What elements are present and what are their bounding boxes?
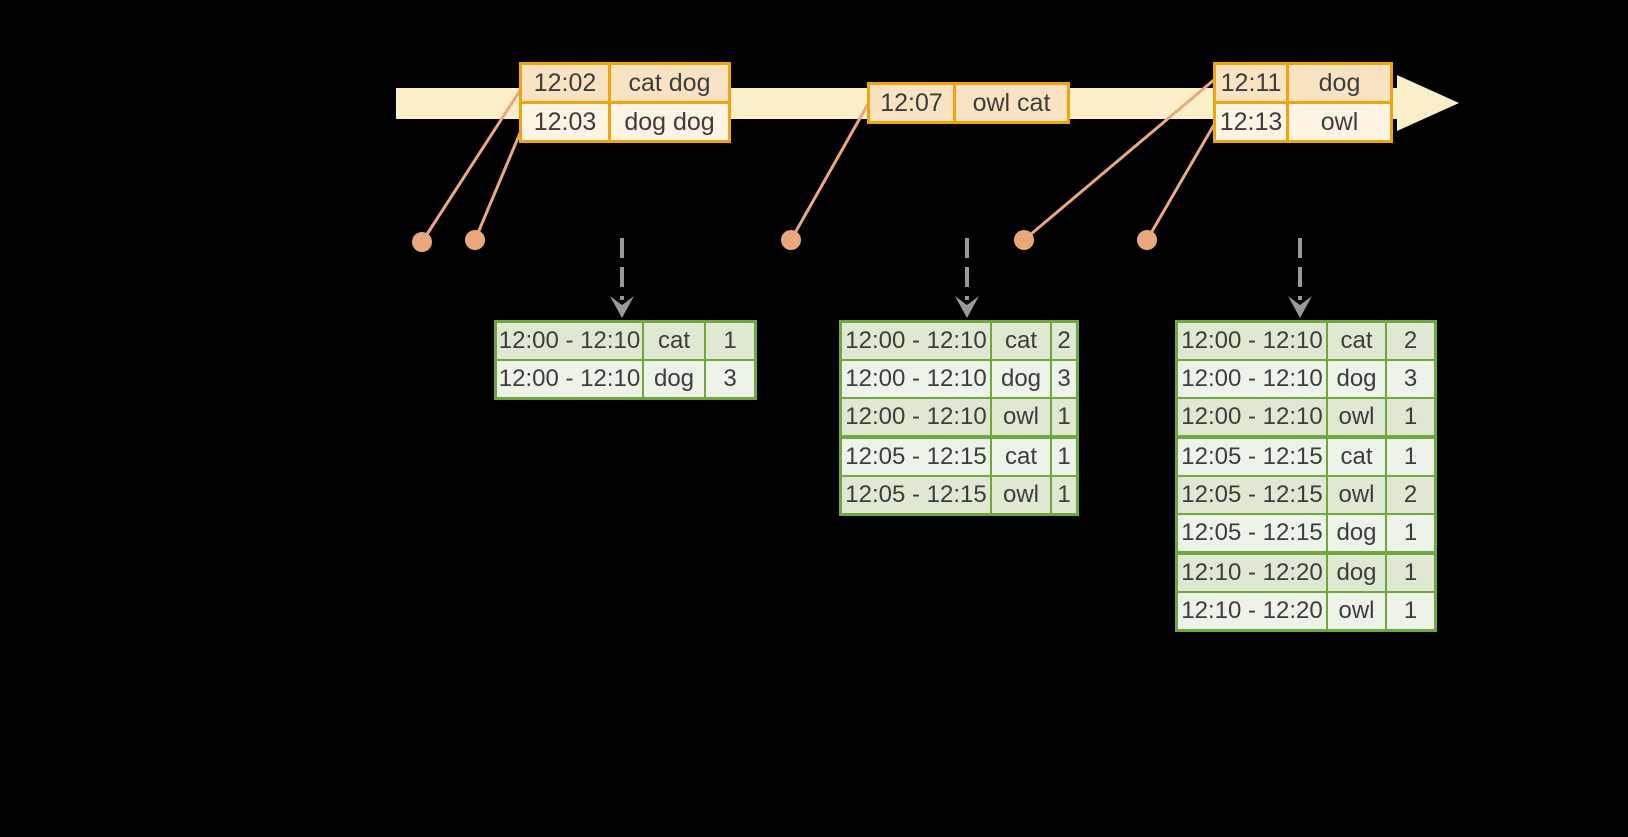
result-row: 12:00 - 12:10 owl 1 (1178, 399, 1434, 435)
event-table-1211: 12:11 dog 12:13 owl (1213, 62, 1393, 143)
window-cell: 12:00 - 12:10 (497, 323, 642, 359)
window-cell: 12:00 - 12:10 (1178, 361, 1326, 397)
result-row: 12:05 - 12:15 owl 1 (842, 477, 1076, 513)
event-connector-line (1023, 77, 1216, 242)
word-cell: owl (1328, 399, 1385, 435)
result-table-3: 12:00 - 12:10 cat 2 12:00 - 12:10 dog 3 … (1175, 320, 1437, 632)
count-cell: 2 (1052, 323, 1076, 359)
word-cell: owl (992, 477, 1050, 513)
word-cell: cat (1328, 439, 1385, 475)
result-row: 12:05 - 12:15 cat 1 (842, 439, 1076, 475)
count-cell: 1 (1052, 477, 1076, 513)
result-row: 12:10 - 12:20 owl 1 (1178, 593, 1434, 629)
event-connector-line (420, 88, 523, 243)
window-cell: 12:05 - 12:15 (1178, 477, 1326, 513)
event-words: cat dog (611, 65, 728, 101)
result-row: 12:00 - 12:10 cat 2 (1178, 323, 1434, 359)
count-cell: 2 (1387, 477, 1434, 513)
word-cell: owl (992, 399, 1050, 435)
event-table-1202: 12:02 cat dog 12:03 dog dog (519, 62, 731, 143)
result-row: 12:00 - 12:10 dog 3 (842, 361, 1076, 397)
window-cell: 12:00 - 12:10 (842, 323, 990, 359)
event-table-1207: 12:07 owl cat (867, 82, 1070, 124)
count-cell: 1 (1387, 399, 1434, 435)
count-cell: 3 (1387, 361, 1434, 397)
window-cell: 12:00 - 12:10 (842, 361, 990, 397)
event-time: 12:11 (1216, 65, 1286, 101)
window-cell: 12:10 - 12:20 (1178, 555, 1326, 591)
event-row: 12:03 dog dog (522, 104, 728, 140)
event-dot (781, 230, 801, 250)
count-cell: 2 (1387, 323, 1434, 359)
word-cell: owl (1328, 593, 1385, 629)
event-words: dog (1289, 65, 1390, 101)
count-cell: 1 (1387, 515, 1434, 551)
count-cell: 1 (706, 323, 754, 359)
window-cell: 12:05 - 12:15 (842, 439, 990, 475)
event-dot (412, 232, 432, 252)
result-table-2: 12:00 - 12:10 cat 2 12:00 - 12:10 dog 3 … (839, 320, 1079, 516)
event-time: 12:03 (522, 104, 608, 140)
count-cell: 3 (1052, 361, 1076, 397)
result-row: 12:05 - 12:15 dog 1 (1178, 515, 1434, 551)
word-cell: dog (1328, 515, 1385, 551)
event-words: owl (1289, 104, 1390, 140)
window-cell: 12:05 - 12:15 (842, 477, 990, 513)
count-cell: 1 (1387, 555, 1434, 591)
trigger-arrowhead-icon (610, 296, 634, 318)
window-cell: 12:00 - 12:10 (497, 361, 642, 397)
event-time: 12:02 (522, 65, 608, 101)
result-row: 12:00 - 12:10 cat 1 (497, 323, 754, 359)
word-cell: cat (992, 323, 1050, 359)
event-row: 12:02 cat dog (522, 65, 728, 101)
count-cell: 1 (1387, 593, 1434, 629)
trigger-arrowhead-icon (955, 296, 979, 318)
word-cell: cat (1328, 323, 1385, 359)
event-connector-line (789, 103, 870, 241)
event-time: 12:13 (1216, 104, 1286, 140)
window-cell: 12:10 - 12:20 (1178, 593, 1326, 629)
count-cell: 1 (1387, 439, 1434, 475)
event-connector-line (1145, 122, 1217, 241)
result-row: 12:00 - 12:10 cat 2 (842, 323, 1076, 359)
word-cell: dog (1328, 361, 1385, 397)
window-cell: 12:00 - 12:10 (1178, 323, 1326, 359)
event-dot (1137, 230, 1157, 250)
window-cell: 12:00 - 12:10 (842, 399, 990, 435)
event-dot (1014, 230, 1034, 250)
window-cell: 12:05 - 12:15 (1178, 515, 1326, 551)
trigger-arrowhead-icon (1288, 296, 1312, 318)
result-table-1: 12:00 - 12:10 cat 1 12:00 - 12:10 dog 3 (494, 320, 757, 400)
result-row: 12:00 - 12:10 dog 3 (497, 361, 754, 397)
event-row: 12:07 owl cat (870, 85, 1067, 121)
window-cell: 12:05 - 12:15 (1178, 439, 1326, 475)
event-time: 12:07 (870, 85, 953, 121)
count-cell: 3 (706, 361, 754, 397)
result-row: 12:00 - 12:10 owl 1 (842, 399, 1076, 435)
word-cell: owl (1328, 477, 1385, 513)
word-cell: dog (1328, 555, 1385, 591)
event-words: owl cat (956, 85, 1067, 121)
result-row: 12:10 - 12:20 dog 1 (1178, 555, 1434, 591)
event-row: 12:13 owl (1216, 104, 1390, 140)
result-row: 12:05 - 12:15 cat 1 (1178, 439, 1434, 475)
count-cell: 1 (1052, 399, 1076, 435)
event-connector-line (473, 125, 525, 241)
result-row: 12:00 - 12:10 dog 3 (1178, 361, 1434, 397)
count-cell: 1 (1052, 439, 1076, 475)
event-dot (465, 230, 485, 250)
window-cell: 12:00 - 12:10 (1178, 399, 1326, 435)
event-words: dog dog (611, 104, 728, 140)
result-row: 12:05 - 12:15 owl 2 (1178, 477, 1434, 513)
timeline-arrowhead-icon (1397, 75, 1459, 131)
word-cell: cat (992, 439, 1050, 475)
word-cell: dog (644, 361, 704, 397)
event-row: 12:11 dog (1216, 65, 1390, 101)
word-cell: dog (992, 361, 1050, 397)
word-cell: cat (644, 323, 704, 359)
